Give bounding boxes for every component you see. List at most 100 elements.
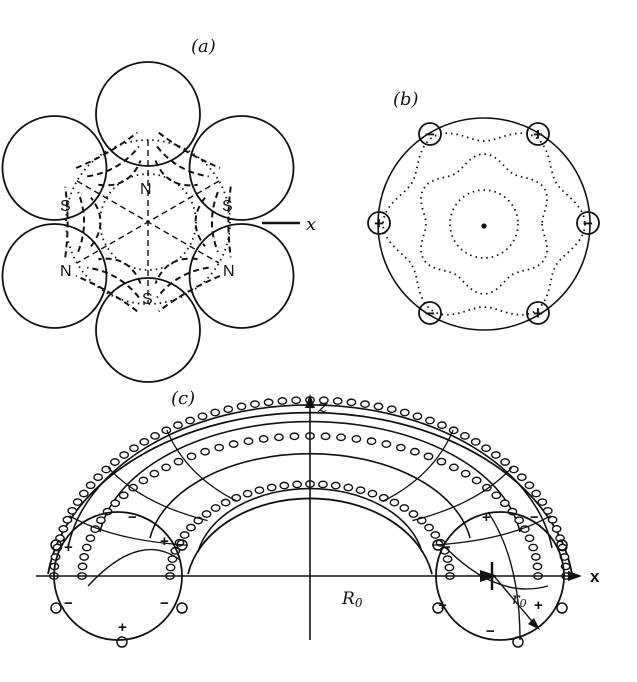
meridian-3 xyxy=(382,429,454,502)
panel-a: (a) z x N S S N N S xyxy=(1,36,316,383)
bead-1-37 xyxy=(412,412,423,421)
meridian-1 xyxy=(432,515,551,546)
bead-2-9 xyxy=(118,491,129,500)
meridian-4 xyxy=(166,429,238,502)
electrode-plus-bottom-right: + xyxy=(526,301,550,325)
bead-1-42 xyxy=(470,437,481,446)
equipotential-b-inner xyxy=(449,189,519,259)
panel-b-label: (b) xyxy=(393,89,419,110)
sign-right-1: + xyxy=(482,509,491,526)
minor-radius-label: r0 xyxy=(512,589,527,610)
bead-3-24 xyxy=(389,498,400,507)
bead-1-7 xyxy=(67,506,78,515)
bead-3-29 xyxy=(430,531,441,539)
r0-major-arrowhead xyxy=(480,570,498,582)
bead-1-34 xyxy=(373,402,384,411)
bead-2-20 xyxy=(258,435,269,443)
bead-2-8 xyxy=(110,499,121,508)
sign-right-5: − xyxy=(486,623,495,640)
bead-3-9 xyxy=(210,504,221,512)
bead-2-31 xyxy=(423,452,434,461)
sign-left-4: − xyxy=(64,595,73,612)
bead-2-37 xyxy=(491,491,502,500)
bead-2-4 xyxy=(85,534,96,543)
flux-line-1-1 xyxy=(154,160,198,187)
sign-right-4: + xyxy=(438,597,447,614)
bead-2-35 xyxy=(471,476,482,485)
diameter-3 xyxy=(76,180,220,264)
electrode-plus-left: + xyxy=(367,211,391,235)
bead-2-29 xyxy=(395,443,406,452)
meridian-6 xyxy=(69,515,188,546)
bead-1-39 xyxy=(437,421,447,430)
bead-3-18 xyxy=(318,480,328,489)
bead-2-40 xyxy=(514,516,525,525)
bead-3-16 xyxy=(292,480,302,489)
right-section-field-line-2 xyxy=(487,511,521,641)
flux-line-6-3 xyxy=(75,131,138,169)
pole-label-n-right: N xyxy=(223,263,235,280)
panel-c-x-label: x xyxy=(590,567,600,586)
flux-line-3-2 xyxy=(156,266,209,299)
bead-1-28 xyxy=(291,396,302,405)
bead-2-10 xyxy=(128,483,139,492)
bead-1-13 xyxy=(109,458,120,466)
pole-face-6 xyxy=(1,115,108,221)
bead-1-38 xyxy=(425,416,435,425)
hexapole-pole-faces xyxy=(1,61,295,383)
bead-2-42 xyxy=(524,534,535,543)
flux-line-4-2 xyxy=(87,266,140,299)
bead-2-15 xyxy=(186,452,197,461)
bead-2-45 xyxy=(532,562,543,571)
bead-1-36 xyxy=(399,408,410,417)
flux-line-2-1 xyxy=(194,197,206,247)
torus-meridians xyxy=(69,429,551,546)
pole-face-5 xyxy=(1,223,108,329)
bead-3-8 xyxy=(201,510,212,518)
bead-1-51 xyxy=(542,506,553,515)
bead-2-2 xyxy=(79,553,90,561)
bead-1-5 xyxy=(58,525,69,533)
flux-line-4-3 xyxy=(75,275,138,313)
flux-line-4-1 xyxy=(98,257,142,284)
panel-c: (c) z xyxy=(36,388,600,648)
bead-2-36 xyxy=(481,483,492,492)
flux-line-5-2 xyxy=(77,191,86,253)
svg-text:−: − xyxy=(425,304,435,323)
right-section-field-line xyxy=(445,547,549,590)
sign-left-6: + xyxy=(118,619,127,636)
flux-line-3-1 xyxy=(154,257,198,284)
minor-radius-arrow xyxy=(493,575,537,627)
bead-3-12 xyxy=(242,489,253,498)
bead-2-11 xyxy=(138,476,149,485)
bead-3-19 xyxy=(330,481,341,490)
electrode-plus-top-right: + xyxy=(526,122,550,146)
bead-2-33 xyxy=(448,463,459,472)
bead-1-24 xyxy=(236,402,247,411)
svg-text:−: − xyxy=(583,214,593,233)
svg-text:+: + xyxy=(374,214,384,233)
electrode-minus-bottom-left: − xyxy=(418,301,442,325)
bead-1-9 xyxy=(78,489,89,498)
bead-1-8 xyxy=(72,498,83,506)
equipotential-b-hexagonal xyxy=(420,153,548,295)
flux-line-3-3 xyxy=(158,275,221,313)
conductor-beads xyxy=(49,396,571,580)
bead-3-15 xyxy=(279,481,290,490)
sign-left-5: − xyxy=(160,595,169,612)
meridian-2 xyxy=(412,467,513,522)
bead-1-43 xyxy=(481,444,491,453)
bead-1-10 xyxy=(85,481,96,490)
bead-1-17 xyxy=(150,431,160,440)
electrode-minus-right: − xyxy=(576,211,600,235)
meridian-5 xyxy=(107,467,208,522)
bead-3-1 xyxy=(165,563,176,572)
flux-line-1-2 xyxy=(156,145,209,178)
panel-c-x-arrowhead xyxy=(568,571,582,581)
bead-1-25 xyxy=(250,400,260,409)
bead-2-24 xyxy=(320,432,331,441)
bead-1-30 xyxy=(318,396,329,405)
bead-1-26 xyxy=(263,398,274,407)
bead-1-41 xyxy=(460,431,470,440)
bead-1-53 xyxy=(551,525,562,533)
